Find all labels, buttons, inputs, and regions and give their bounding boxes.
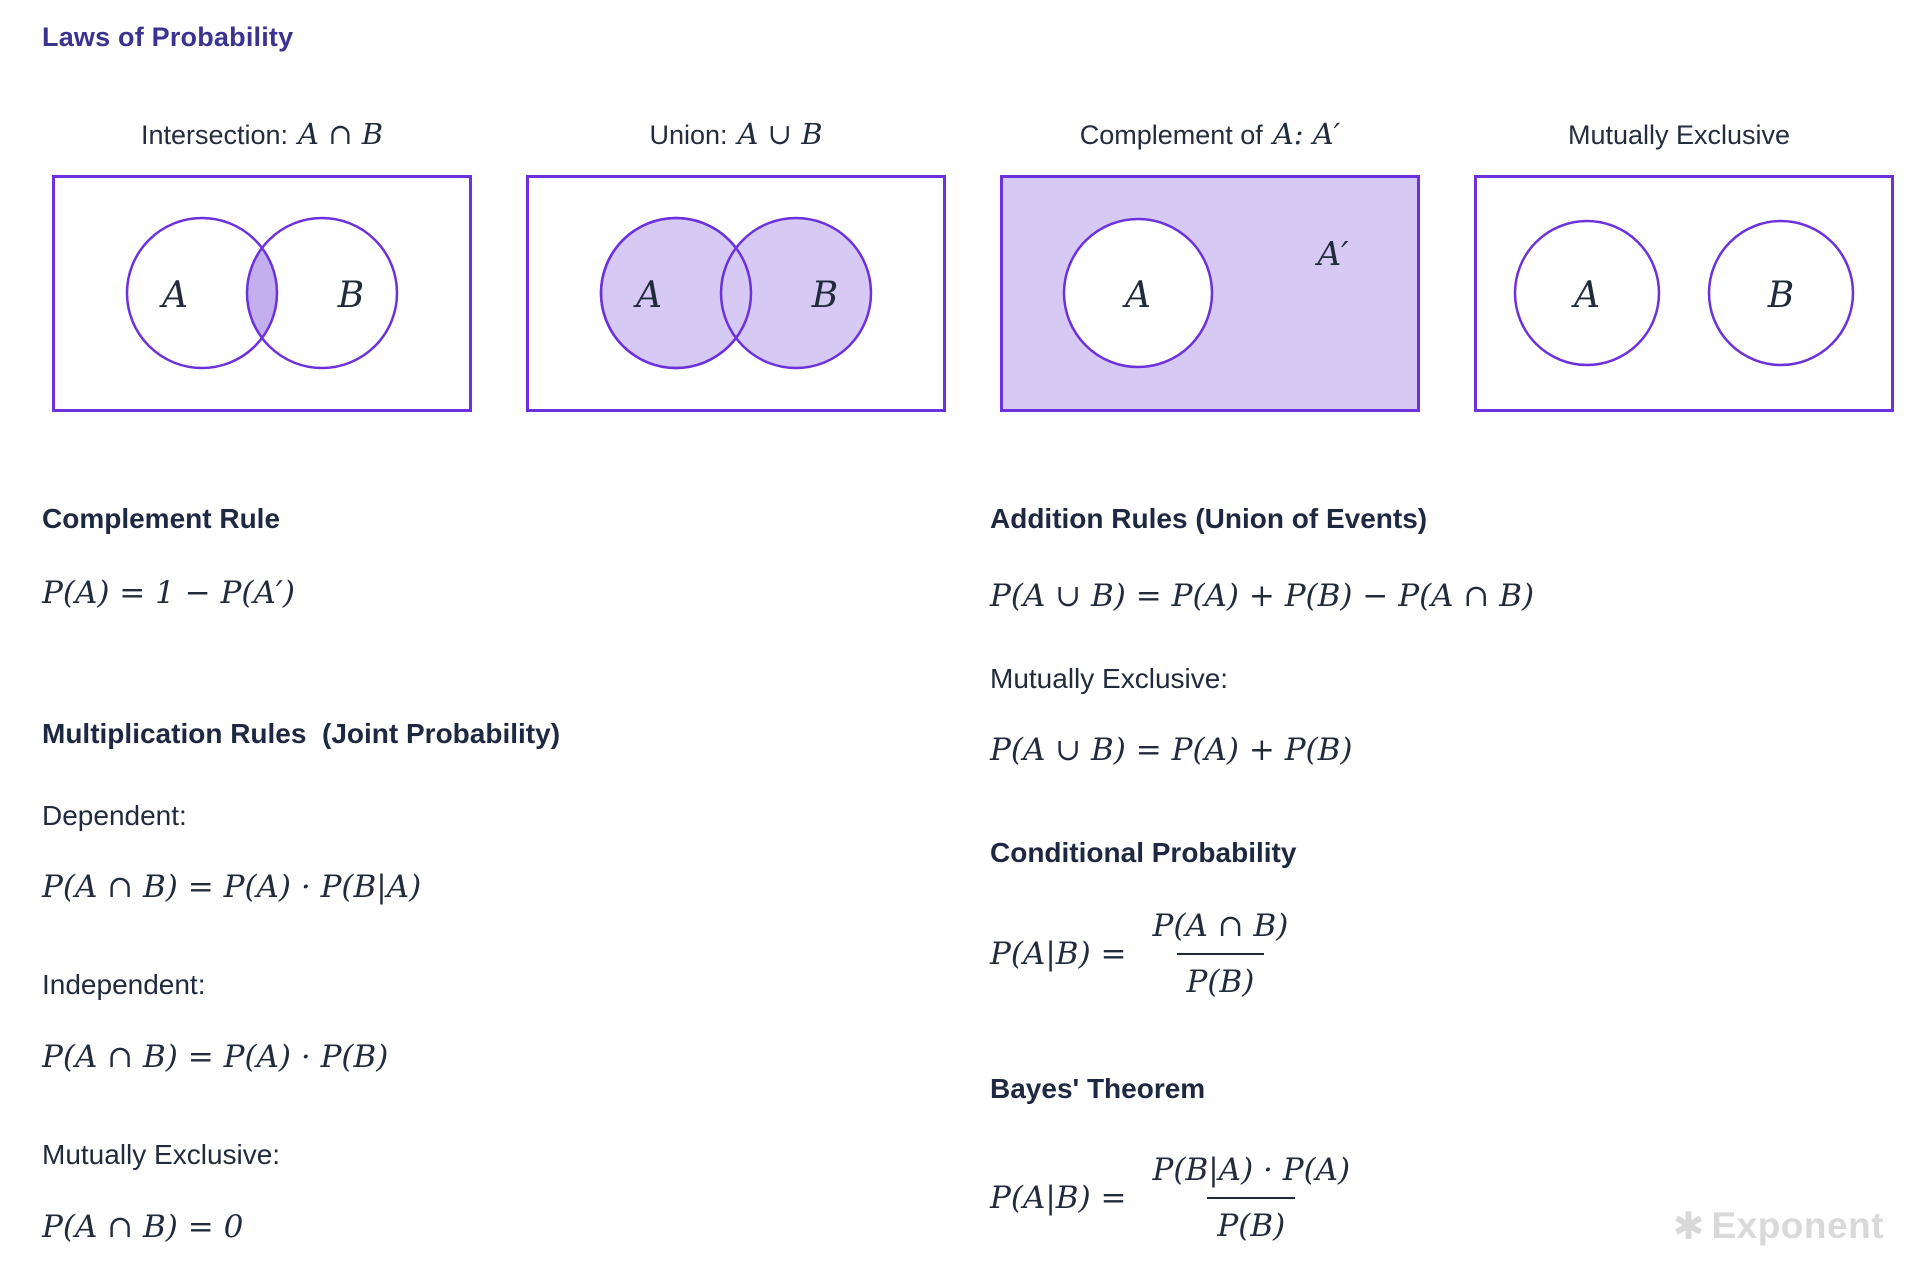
conditional-lhs: P(A|B) =: [990, 936, 1127, 972]
label-mutually-exclusive-right: Mutually Exclusive:: [990, 663, 1229, 694]
bayes-denominator: P(B): [1207, 1197, 1296, 1244]
venn-box: [526, 175, 946, 412]
circle-a: [1513, 219, 1661, 367]
formula-mutually-exclusive-right: P(A ∪ B) = P(A) + P(B): [990, 732, 1353, 768]
exponent-watermark: ✱ Exponent: [1673, 1204, 1884, 1248]
circle-b: [245, 216, 399, 370]
venn-title-label: Union:: [649, 120, 728, 150]
venn-box: [52, 175, 472, 412]
venn-title-math: A: A′: [1272, 117, 1341, 151]
formula-independent: P(A ∩ B) = P(A) · P(B): [42, 1039, 389, 1075]
exponent-star-icon: ✱: [1672, 1204, 1705, 1248]
conditional-fraction: P(A ∩ B) P(B): [1143, 908, 1299, 1000]
bayes-lhs: P(A|B) =: [990, 1180, 1127, 1216]
venn-title-label: Complement of: [1079, 120, 1263, 150]
heading-conditional-probability: Conditional Probability: [990, 837, 1297, 868]
page-title: Laws of Probability: [42, 22, 294, 52]
heading-bayes-theorem: Bayes' Theorem: [990, 1073, 1206, 1104]
set-a-label: A: [633, 275, 662, 316]
circle-b: [719, 216, 873, 370]
set-a-label: A: [159, 275, 188, 316]
exponent-wordmark: Exponent: [1711, 1205, 1884, 1246]
formula-mutually-exclusive-left: P(A ∩ B) = 0: [42, 1209, 244, 1245]
venn-intersection-figure: A B: [52, 175, 472, 412]
set-a-label: A: [1122, 275, 1151, 316]
set-b-label: B: [1767, 275, 1794, 316]
venn-panel-intersection: Intersection: A ∩ B A B: [52, 112, 472, 412]
conditional-numerator: P(A ∩ B): [1152, 908, 1289, 944]
venn-title-label: Intersection:: [140, 120, 289, 150]
formula-complement-rule: P(A) = 1 − P(A′): [42, 575, 295, 611]
venn-title-math: A ∪ B: [737, 117, 823, 151]
heading-addition-rules: Addition Rules (Union of Events): [990, 503, 1428, 534]
formula-conditional-probability: P(A|B) = P(A ∩ B) P(B): [990, 908, 1298, 1000]
set-b-label: B: [337, 275, 364, 316]
circle-a: [125, 216, 279, 370]
heading-complement-rule: Complement Rule: [42, 503, 281, 534]
conditional-denominator: P(B): [1176, 953, 1265, 1000]
venn-panel-union: Union: A ∪ B A B: [526, 112, 946, 412]
label-dependent: Dependent:: [42, 800, 187, 831]
venn-title-mutually-exclusive: Mutually Exclusive: [1474, 112, 1894, 156]
bayes-fraction: P(B|A) · P(A) P(B): [1143, 1152, 1361, 1244]
venn-mutually-exclusive-figure: A B: [1474, 175, 1894, 412]
heading-multiplication-rules: Multiplication Rules (Joint Probability): [42, 718, 561, 749]
venn-title-union: Union: A ∪ B: [526, 112, 946, 156]
venn-title-complement: Complement of A: A′: [1000, 112, 1420, 156]
formula-bayes-theorem: P(A|B) = P(B|A) · P(A) P(B): [990, 1152, 1360, 1244]
set-a-label: A: [1571, 275, 1600, 316]
circle-a: [1062, 217, 1214, 369]
venn-diagrams-row: Intersection: A ∩ B A B Union: A ∪ B A B: [52, 112, 1894, 412]
bayes-numerator: P(B|A) · P(A): [1152, 1152, 1351, 1188]
venn-title-intersection: Intersection: A ∩ B: [52, 112, 472, 156]
formula-dependent: P(A ∩ B) = P(A) · P(B|A): [42, 869, 422, 905]
label-independent: Independent:: [42, 969, 206, 1000]
venn-union-figure: A B: [526, 175, 946, 412]
circle-a-outline: [599, 216, 753, 370]
venn-title-label: Mutually Exclusive: [1567, 120, 1791, 150]
venn-panel-mutually-exclusive: Mutually Exclusive A B: [1474, 112, 1894, 412]
complement-region-label: A′: [1314, 234, 1349, 273]
venn-panel-complement: Complement of A: A′ A A′: [1000, 112, 1420, 412]
venn-box: [1474, 175, 1894, 412]
circle-b: [1707, 219, 1855, 367]
label-mutually-exclusive-left: Mutually Exclusive:: [42, 1139, 281, 1170]
venn-title-math: A ∩ B: [298, 117, 384, 151]
formula-addition-rule: P(A ∪ B) = P(A) + P(B) − P(A ∩ B): [990, 578, 1535, 614]
venn-complement-figure: A A′: [1000, 175, 1420, 412]
set-b-label: B: [811, 275, 838, 316]
